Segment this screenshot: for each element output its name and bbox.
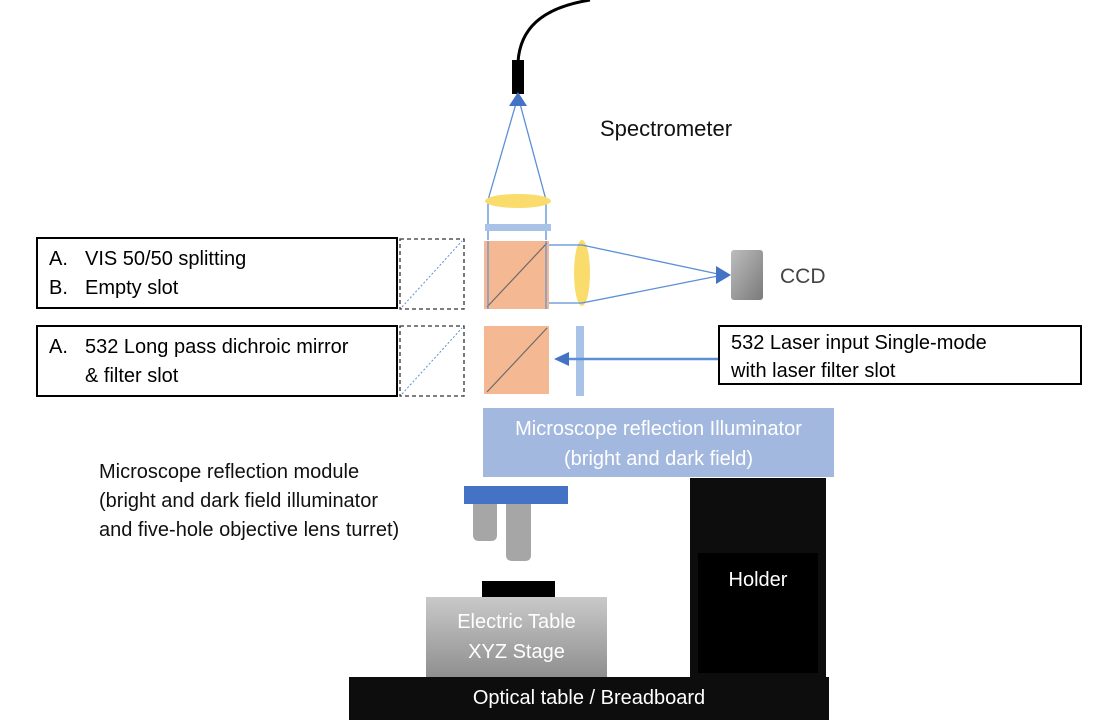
- optical-table-label: Optical table / Breadboard: [472, 687, 706, 709]
- option-a-text: 532 Long pass dichroic mirror: [85, 336, 349, 358]
- sample-plate: [482, 581, 555, 597]
- filter-upper: [485, 224, 551, 231]
- illuminator-line1: Microscope reflection Illuminator: [515, 418, 802, 440]
- ccd-label: CCD: [780, 265, 826, 288]
- fiber-cable: [516, 0, 591, 63]
- laser-input-line2: with laser filter slot: [731, 360, 896, 382]
- lens-ccd: [574, 240, 590, 306]
- option-a-text-cont: & filter slot: [85, 365, 179, 387]
- objective-lens-2: [506, 504, 531, 561]
- beam-line: [518, 99, 547, 201]
- beam-arrowhead: [716, 266, 731, 284]
- laser-arrowhead: [554, 352, 569, 366]
- option-a-marker: A.: [49, 336, 68, 358]
- illuminator-line2: (bright and dark field): [564, 448, 753, 470]
- dichroic-options-box: A. 532 Long pass dichroic mirror & filte…: [36, 325, 398, 397]
- objective-lens-1: [473, 504, 497, 541]
- module-line1: Microscope reflection module: [99, 461, 360, 483]
- module-line3: and five-hole objective lens turret): [99, 519, 400, 541]
- beam-arrowhead: [509, 92, 527, 106]
- laser-input-line1: 532 Laser input Single-mode: [731, 332, 987, 354]
- stage-line1: Electric Table: [457, 611, 576, 633]
- fiber-connector: [512, 60, 524, 94]
- xyz-stage: [426, 597, 607, 677]
- option-b-text: Empty slot: [85, 277, 179, 299]
- ccd-camera: [731, 250, 763, 300]
- beam-line: [487, 99, 518, 201]
- option-a-text: VIS 50/50 splitting: [85, 248, 247, 270]
- module-line2: (bright and dark field illuminator: [99, 490, 379, 512]
- stage-label: Electric Table XYZ Stage: [426, 607, 607, 667]
- laser-filter: [576, 326, 584, 396]
- option-b-marker: B.: [49, 277, 68, 299]
- empty-slot-lower: [399, 325, 465, 397]
- stage-line2: XYZ Stage: [468, 641, 565, 663]
- splitter-options-box: A. VIS 50/50 splitting B. Empty slot: [36, 237, 398, 309]
- turret-plate: [464, 486, 568, 504]
- optical-table: [349, 677, 829, 720]
- illuminator-label: Microscope reflection Illuminator (brigh…: [483, 414, 834, 474]
- laser-input-box: 532 Laser input Single-mode with laser f…: [718, 325, 1082, 385]
- lens-upper: [485, 194, 551, 208]
- module-description: Microscope reflection module (bright and…: [99, 458, 399, 545]
- option-a-marker: A.: [49, 248, 68, 270]
- holder-label: Holder: [728, 569, 788, 591]
- beam-line: [581, 244, 719, 275]
- illuminator-block: [483, 408, 834, 477]
- spectrometer-label: Spectrometer: [600, 116, 733, 141]
- beam-line: [581, 275, 719, 304]
- empty-slot-upper: [399, 238, 465, 310]
